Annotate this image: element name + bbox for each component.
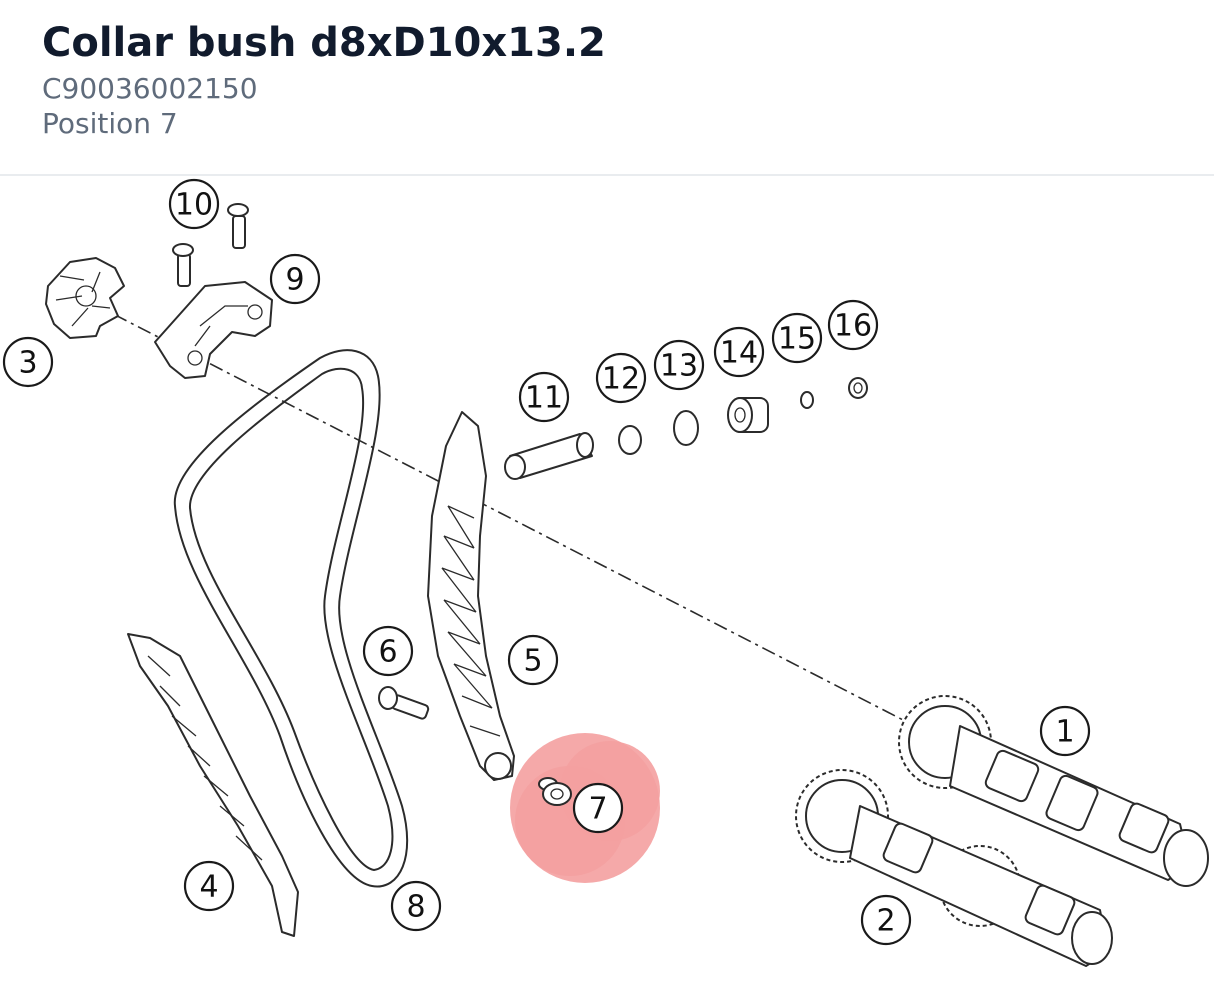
callout-number: 2 [876, 904, 895, 939]
callout-position-1[interactable]: 1 [1039, 705, 1091, 757]
part-7-collar-bush-icon [538, 777, 572, 806]
callout-number: 13 [660, 349, 698, 384]
callout-position-5[interactable]: 5 [507, 634, 559, 686]
callout-circle [771, 312, 823, 364]
part-12-o-ring-icon [618, 425, 642, 455]
callout-number: 4 [199, 870, 218, 905]
part-3-gear-icon [45, 257, 125, 339]
callout-number: 12 [602, 362, 640, 397]
callout-number: 3 [18, 346, 37, 381]
callout-position-15[interactable]: 15 [771, 312, 823, 364]
part-6-bolt-icon [378, 686, 430, 720]
callout-circle [1039, 705, 1091, 757]
callout-circle [183, 860, 235, 912]
callout-position-2[interactable]: 2 [860, 894, 912, 946]
callout-position-8[interactable]: 8 [390, 880, 442, 932]
callout-circle [168, 178, 220, 230]
callout-circle [507, 634, 559, 686]
callout-circle [269, 253, 321, 305]
part-13-o-ring-icon [673, 410, 699, 446]
position-label: Position 7 [42, 107, 178, 140]
callout-number: 10 [175, 188, 213, 223]
callout-circle [827, 299, 879, 351]
callout-position-14[interactable]: 14 [713, 326, 765, 378]
part-10-bolt-icon [172, 203, 249, 287]
part-9-bracket-icon [154, 281, 273, 379]
callout-circle [518, 371, 570, 423]
callout-circle [2, 336, 54, 388]
callout-number: 14 [720, 336, 758, 371]
callout-position-10[interactable]: 10 [168, 178, 220, 230]
callout-position-6[interactable]: 6 [362, 625, 414, 677]
callout-position-13[interactable]: 13 [653, 339, 705, 391]
callout-number: 9 [285, 263, 304, 298]
callout-position-3[interactable]: 3 [2, 336, 54, 388]
callout-circle [595, 352, 647, 404]
part-8-chain-icon [173, 349, 409, 888]
assembly-axis-line [89, 301, 906, 722]
callout-circle [572, 782, 624, 834]
part-14-plug-icon [727, 397, 769, 433]
callout-position-4[interactable]: 4 [183, 860, 235, 912]
part-number: C90036002150 [42, 72, 258, 105]
callout-circle [390, 880, 442, 932]
callout-number: 6 [378, 635, 397, 670]
callout-number: 15 [778, 322, 816, 357]
callout-position-12[interactable]: 12 [595, 352, 647, 404]
callout-position-11[interactable]: 11 [518, 371, 570, 423]
callout-circle [860, 894, 912, 946]
part-15-washer-icon [800, 391, 814, 409]
callout-circle [362, 625, 414, 677]
callout-number: 16 [834, 309, 872, 344]
callout-number: 5 [523, 644, 542, 679]
callout-circle [713, 326, 765, 378]
part-title: Collar bush d8xD10x13.2 [42, 20, 606, 66]
part-1-camshaft-icon [898, 695, 1209, 887]
part-header: Collar bush d8xD10x13.2 C90036002150 Pos… [0, 0, 1214, 176]
part-16-screw-icon [848, 377, 868, 399]
callout-position-9[interactable]: 9 [269, 253, 321, 305]
part-2-camshaft-icon [795, 769, 1113, 967]
part-4-guide-rail-icon [127, 633, 299, 937]
callout-number: 7 [588, 792, 607, 827]
callout-circle [653, 339, 705, 391]
part-11-plunger-icon [504, 432, 594, 480]
part-5-tensioner-rail-icon [427, 411, 515, 781]
callout-position-16[interactable]: 16 [827, 299, 879, 351]
callout-number: 11 [525, 381, 563, 416]
callout-position-7[interactable]: 7 [572, 782, 624, 834]
callout-number: 1 [1055, 715, 1074, 750]
callout-number: 8 [406, 890, 425, 925]
